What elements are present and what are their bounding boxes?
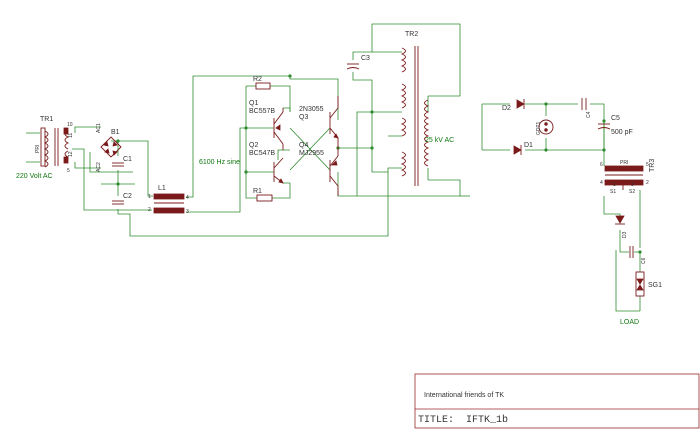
gas-discharge-tube-gdt1: GDT1 bbox=[536, 119, 554, 135]
q1-part-label: BC557B bbox=[249, 108, 275, 115]
capacitor-c2: C2 bbox=[112, 193, 132, 205]
q2-part-label: BC547B bbox=[249, 150, 275, 157]
tr3-pin-6: 6 bbox=[600, 162, 603, 168]
capacitor-c6: C6 bbox=[629, 246, 647, 264]
transistor-q2: Q2 BC547B bbox=[249, 142, 284, 184]
gdt1-label: GDT1 bbox=[536, 121, 542, 135]
c3-label: C3 bbox=[361, 55, 370, 62]
tr1-pin-12: 12 bbox=[68, 151, 74, 157]
tr3-pin-3: 3 bbox=[631, 182, 634, 188]
c1-label: C1 bbox=[123, 156, 132, 163]
capacitor-c1: C1 bbox=[112, 156, 132, 167]
b1-ac1-label: AC1 bbox=[96, 123, 102, 133]
tr1-pin-11: 11 bbox=[68, 133, 74, 138]
l1-pin-4: 4 bbox=[186, 195, 189, 201]
resistor-r1: R1 bbox=[253, 188, 273, 202]
c6-label: C6 bbox=[641, 257, 647, 264]
c5-value-label: 500 pF bbox=[611, 129, 633, 136]
diode-d1: D1 bbox=[513, 142, 533, 155]
c5-ref-label: C5 bbox=[611, 115, 620, 122]
mains-voltage-label: 220 Volt AC bbox=[16, 173, 53, 180]
tr3-label: TR3 bbox=[649, 159, 656, 172]
tr3-pin-2: 2 bbox=[646, 180, 649, 186]
transistor-q3: 2N3055 Q3 bbox=[299, 96, 339, 148]
q4-part-label: MJ2955 bbox=[299, 150, 324, 157]
tr2-label: TR2 bbox=[405, 31, 418, 38]
transformer-tr1: TR1 PRI 10 11 12 5 bbox=[35, 116, 74, 174]
tr3-s2-label: S2 bbox=[629, 189, 635, 195]
sine-frequency-label: 6100 Hz sine bbox=[199, 159, 240, 166]
q2-ref-label: Q2 bbox=[249, 142, 258, 149]
capacitor-c4: C4 bbox=[581, 98, 592, 118]
q3-ref-label: Q3 bbox=[299, 114, 308, 121]
junction-dots bbox=[116, 74, 642, 254]
tr1-pin-10: 10 bbox=[67, 122, 73, 128]
tr3-pri-label: PRI bbox=[620, 160, 628, 166]
capacitor-c5: C5 500 pF bbox=[597, 115, 633, 136]
coupled-inductor-l1: L1 1 2 3 4 bbox=[148, 185, 189, 215]
diode-d2: D2 bbox=[502, 99, 525, 112]
d2-label: D2 bbox=[502, 105, 511, 112]
transformer-tr3: PRI S1 S2 TR3 6 5 4 1 3 2 bbox=[600, 159, 656, 195]
l1-pin-1: 1 bbox=[148, 194, 151, 200]
d1-label: D1 bbox=[524, 142, 533, 149]
q1-ref-label: Q1 bbox=[249, 100, 258, 107]
transformer-tr2: TR2 bbox=[400, 31, 430, 186]
c4-label: C4 bbox=[586, 111, 592, 118]
tr1-pin-5: 5 bbox=[67, 168, 70, 174]
diode-d3: D3 bbox=[615, 215, 628, 238]
load-label: LOAD bbox=[620, 319, 639, 326]
capacitor-c3: C3 bbox=[346, 55, 370, 70]
d3-label: D3 bbox=[622, 231, 628, 238]
bridge-rectifier-b1: B1 AC1 AC2 bbox=[96, 123, 122, 172]
l1-pin-3: 3 bbox=[186, 209, 189, 215]
tr3-pin-5: 5 bbox=[646, 162, 649, 168]
b1-ac2-label: AC2 bbox=[96, 162, 102, 172]
title-block-title-value: IFTK_1b bbox=[466, 414, 508, 426]
q4-ref-label: Q4 bbox=[299, 142, 308, 149]
transistor-q4: Q4 MJ2955 bbox=[299, 142, 339, 196]
l1-pin-2: 2 bbox=[148, 207, 151, 213]
r2-label: R2 bbox=[253, 76, 262, 83]
transistor-q1: Q1 BC557B bbox=[249, 100, 284, 150]
tr1-pri-label: PRI bbox=[35, 145, 41, 153]
tr3-pin-1: 1 bbox=[613, 182, 616, 188]
tr3-s1-label: S1 bbox=[610, 189, 616, 195]
l1-label: L1 bbox=[158, 185, 166, 192]
spark-gap-sg1: SG1 bbox=[635, 271, 662, 297]
title-block-org: International friends of TK bbox=[424, 392, 504, 399]
tr3-pin-4: 4 bbox=[600, 180, 603, 186]
q3-part-label: 2N3055 bbox=[299, 106, 324, 113]
resistor-r2: R2 bbox=[253, 76, 271, 90]
wires bbox=[26, 23, 641, 312]
sg1-label: SG1 bbox=[648, 282, 662, 289]
tr1-label: TR1 bbox=[40, 116, 53, 123]
hv-output-label: 25 kV AC bbox=[425, 137, 454, 144]
r1-label: R1 bbox=[253, 188, 262, 195]
b1-label: B1 bbox=[111, 129, 120, 136]
title-block-title-label: TITLE: bbox=[418, 415, 454, 426]
title-block: International friends of TK TITLE: IFTK_… bbox=[414, 373, 700, 429]
c2-label: C2 bbox=[123, 193, 132, 200]
